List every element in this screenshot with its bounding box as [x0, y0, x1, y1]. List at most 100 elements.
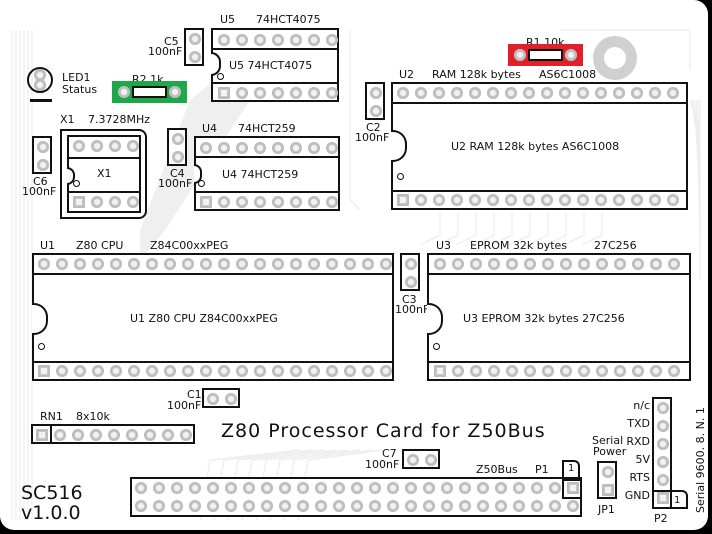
pin-pad — [503, 362, 521, 380]
trace — [419, 212, 441, 246]
pin-pad — [610, 84, 628, 102]
pin-pad — [521, 255, 539, 273]
pin-pad — [106, 193, 124, 211]
c1-ref: C1 — [187, 388, 202, 401]
pin-pad — [159, 426, 177, 444]
pin-pad — [520, 84, 538, 102]
resistor-r2[interactable] — [112, 81, 187, 103]
pin-pad — [484, 84, 502, 102]
pin-pad — [125, 255, 143, 273]
chip-u4[interactable]: U4 74HCT259 — [194, 136, 340, 211]
pin-pad — [323, 362, 341, 380]
jumper-jp1[interactable] — [597, 461, 617, 499]
pin-pad — [251, 362, 269, 380]
pin-pad — [287, 31, 305, 49]
capacitor-c4[interactable] — [167, 128, 187, 166]
c7-value: 100nF — [365, 458, 400, 471]
capacitor-c1[interactable] — [202, 388, 240, 408]
pin-pad — [186, 479, 204, 497]
capacitor-c7[interactable] — [402, 449, 440, 469]
pin-pad — [629, 255, 647, 273]
u2-part: AS6C1008 — [539, 68, 597, 81]
pin-pad — [528, 479, 546, 497]
pin-pad — [377, 255, 395, 273]
crystal-x1[interactable]: X1 — [67, 135, 141, 213]
pin-pad — [204, 497, 222, 515]
pin-pad — [287, 362, 305, 380]
pin-pad — [305, 31, 323, 49]
capacitor-c3[interactable] — [400, 253, 420, 291]
led1-desc: Status — [62, 83, 98, 96]
pin-pad — [312, 497, 330, 515]
pin-pad — [466, 84, 484, 102]
pin-pad — [402, 273, 420, 291]
pin-pad — [456, 497, 474, 515]
resistor-r1[interactable] — [508, 44, 583, 66]
pin-pad — [233, 255, 251, 273]
x1-freq: 7.3728MHz — [88, 113, 151, 126]
pin-pad — [269, 362, 287, 380]
p1-ref: P1 — [535, 463, 549, 476]
pin-pad — [215, 31, 233, 49]
u3-ref: U3 — [436, 239, 452, 252]
c3-ref: C3 — [402, 293, 417, 306]
led1-outline[interactable] — [27, 67, 53, 93]
pin-pad — [492, 479, 510, 497]
pin-pad — [179, 255, 197, 273]
chip-u5[interactable]: U5 74HCT4075 — [211, 28, 339, 102]
pin-pad — [654, 435, 672, 453]
pin-pad — [592, 84, 610, 102]
pin-pad — [35, 255, 53, 273]
pin-pad — [276, 479, 294, 497]
mounting-hole — [593, 36, 637, 80]
x1-body: X1 — [97, 167, 112, 180]
pin-pad — [34, 138, 52, 156]
pin-pad — [141, 426, 159, 444]
pin-1-pad — [654, 489, 672, 507]
pin-pad — [71, 362, 89, 380]
pin-pad — [233, 193, 251, 211]
pin-pad — [323, 84, 341, 102]
pin-pad — [251, 84, 269, 102]
chip-u2[interactable]: U2 RAM 128k bytes AS6C1008 — [391, 82, 688, 210]
capacitor-c5[interactable] — [184, 28, 204, 66]
pin-pad — [204, 479, 222, 497]
p2-ref: P2 — [654, 512, 668, 525]
pin-pad — [664, 191, 682, 209]
u3-part: 27C256 — [594, 239, 637, 252]
trace — [509, 212, 531, 246]
p2-pin-label: GND — [624, 489, 650, 502]
pin-pad — [611, 362, 629, 380]
pin-pad — [502, 84, 520, 102]
chip-u1[interactable]: U1 Z80 CPU Z84C00xxPEG — [32, 253, 394, 381]
pin-pad — [359, 362, 377, 380]
pin-pad — [124, 193, 142, 211]
pin-pad — [53, 362, 71, 380]
resistor-network-rn1[interactable] — [31, 424, 195, 444]
pin-pad — [287, 193, 305, 211]
x1-ref: X1 — [60, 113, 75, 126]
board-title: Z80 Processor Card for Z50Bus — [221, 420, 546, 442]
capacitor-c2[interactable] — [365, 82, 385, 120]
pin-pad — [87, 426, 105, 444]
pin-pad — [124, 137, 142, 155]
pin-pad — [367, 84, 385, 102]
pin-pad — [466, 191, 484, 209]
chip-u3[interactable]: U3 EPROM 32k bytes 27C256 — [427, 253, 691, 381]
connector-p2[interactable] — [652, 397, 672, 509]
pin-pad — [546, 479, 564, 497]
pin-pad — [366, 479, 384, 497]
c2-ref: C2 — [366, 121, 381, 134]
pin-pad — [233, 31, 251, 49]
pin-pad — [132, 497, 150, 515]
pin-pad — [510, 497, 528, 515]
u5-ref: U5 — [220, 13, 236, 26]
connector-p1[interactable] — [130, 477, 582, 517]
pin-pad — [384, 497, 402, 515]
pin-pad — [449, 362, 467, 380]
pin-pad — [323, 31, 341, 49]
capacitor-c6[interactable] — [32, 136, 52, 174]
p1-bus-label: Z50Bus — [476, 463, 518, 476]
c6-ref: C6 — [33, 175, 48, 188]
pin-pad — [89, 255, 107, 273]
